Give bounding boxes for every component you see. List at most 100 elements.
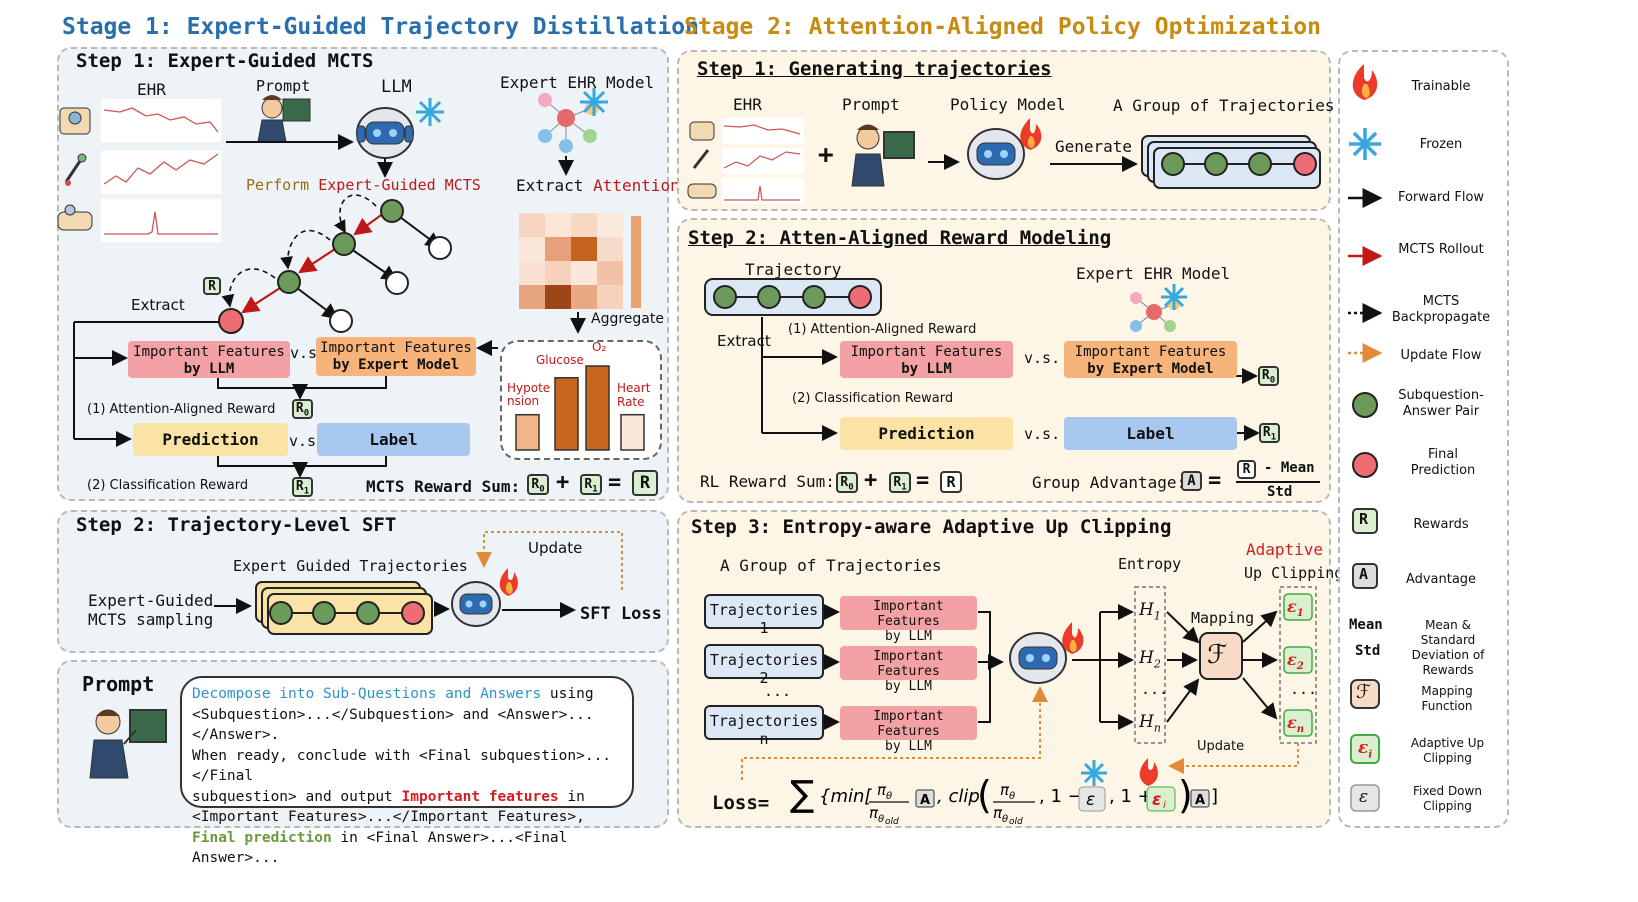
update-label: Update [528, 539, 583, 557]
svg-text:(: ( [977, 773, 992, 817]
eps-1: ε1 [1287, 597, 1304, 620]
legend-label-subq: Subquestion-Answer Pair [1398, 388, 1484, 419]
svg-text:{min[: {min[ [819, 786, 872, 807]
prompt-text-bubble: Decompose into Sub-Questions and Answers… [180, 676, 634, 866]
advantage-badge: A [1181, 471, 1202, 491]
svg-text:π: π [869, 804, 879, 822]
reward-badge: R [632, 470, 658, 496]
r0-badge: R0 [292, 399, 313, 419]
equals-sign: = [608, 470, 622, 495]
svg-text:]: ] [1211, 786, 1218, 807]
extract-label: Extract [717, 332, 771, 350]
legend-label-mapping: Mapping Function [1421, 684, 1473, 713]
equals-sign: = [1208, 468, 1222, 493]
class-reward-label: (2) Classification Reward [792, 391, 954, 406]
flame-icon [1062, 622, 1084, 654]
node-green [332, 232, 356, 256]
policy-model-label: Policy Model [950, 95, 1066, 114]
group-advantage-label: Group Advantage: [1032, 473, 1187, 492]
attn-reward-label: (1) Attention-Aligned Reward [788, 322, 977, 337]
loss-label: Loss= [712, 792, 770, 814]
ehr-signal-3 [99, 197, 223, 244]
reward-badge: R [203, 277, 221, 295]
rl-reward-sum-label: RL Reward Sum: [700, 472, 835, 491]
expert-guided-traj-label: Expert Guided Trajectories [233, 557, 468, 575]
sft-loss-label: SFT Loss [580, 604, 662, 624]
legend-label-fixed: Fixed Down Clipping [1413, 784, 1482, 813]
svg-text:A: A [920, 793, 930, 808]
robot-policy-icon [1009, 632, 1067, 684]
entropy-h1: H1 [1139, 600, 1161, 623]
legend-label-rewards: Rewards [1413, 517, 1469, 532]
legend-r-letter: R [1359, 510, 1369, 528]
svg-text:θ: θ [878, 814, 884, 825]
stage1-step2-graphics [214, 531, 623, 635]
trajectory-label: Trajectory [745, 260, 842, 279]
ehr-icon-microscope [59, 107, 91, 135]
doctor-icon [851, 124, 915, 187]
expert-model-label: Expert EHR Model [500, 73, 655, 92]
legend-label-adaptive: Adaptive Up Clipping [1410, 736, 1485, 765]
node-green [380, 199, 404, 223]
legend-f-letter: ℱ [1356, 681, 1371, 703]
mcts-reward-sum-label: MCTS Reward Sum: [366, 477, 521, 496]
stage2-step3-graphics [741, 586, 1317, 786]
expert-network-icon [538, 93, 599, 153]
mean-label: - Mean [1264, 460, 1315, 476]
feature-bar [620, 413, 645, 451]
flame-icon [1020, 118, 1042, 150]
svg-text:θ: θ [886, 791, 892, 802]
mapping-label: Mapping [1191, 609, 1255, 627]
r-badge-icon [1352, 508, 1378, 534]
robot-policy-icon [451, 581, 501, 627]
ellipsis: ... [1290, 680, 1318, 698]
mapping-function-symbol: ℱ [1207, 640, 1228, 670]
stage1-step1-title: Step 1: Expert-Guided MCTS [76, 50, 374, 72]
legend-label-rollout: MCTS Rollout [1398, 242, 1484, 257]
mcts-tree [218, 194, 452, 334]
vs-label: v.s. [289, 432, 326, 450]
svg-text:A: A [1195, 793, 1205, 808]
legend-label-meanstd: Mean & Standard Deviation of Rewards [1411, 618, 1485, 677]
ellipsis: ... [764, 682, 792, 700]
robot-policy-icon [967, 128, 1025, 180]
node-green [277, 270, 301, 294]
svg-text:ε: ε [1152, 790, 1161, 810]
stage2-step2-title: Step 2: Atten-Aligned Reward Modeling [688, 227, 1112, 249]
legend-label-frozen: Frozen [1419, 137, 1463, 152]
trajectory-1-box[interactable]: Trajectories 1 [704, 594, 824, 637]
label-box: Label [1064, 417, 1237, 450]
ehr-signal-2 [99, 149, 223, 196]
ehr-label: EHR [733, 95, 762, 114]
r0-badge: R0 [1258, 366, 1279, 386]
bar-label-hypotension: Hypote nsion [507, 381, 551, 408]
generate-label: Generate [1055, 137, 1133, 156]
r0-badge: R0 [527, 474, 549, 495]
feature-bar-chart [515, 365, 645, 451]
pink-circle-icon [1352, 452, 1378, 478]
trajectory-2-box[interactable]: Trajectories 2 [704, 644, 824, 687]
node-pink [218, 308, 244, 334]
prediction-box: Prediction [133, 423, 288, 456]
stage1-step2-title: Step 2: Trajectory-Level SFT [76, 514, 397, 536]
legend-label-advantage: Advantage [1405, 572, 1477, 587]
attention-heatmap [519, 213, 641, 309]
doctor-icon [257, 95, 311, 143]
legend-label-update: Update Flow [1400, 348, 1482, 363]
snowflake-icon [1081, 760, 1107, 786]
expert-model-label: Expert EHR Model [1076, 264, 1231, 283]
trajectory-n-box[interactable]: Trajectories n [704, 705, 824, 748]
svg-text:ε: ε [1086, 790, 1095, 810]
r1-badge: R1 [889, 472, 911, 493]
svg-text:θ: θ [1009, 791, 1015, 802]
equals-sign: = [916, 468, 930, 493]
eps-badge-icon [1350, 784, 1380, 812]
attn-reward-label: (1) Attention-Aligned Reward [87, 402, 276, 417]
ehr-signal-1 [99, 97, 223, 144]
